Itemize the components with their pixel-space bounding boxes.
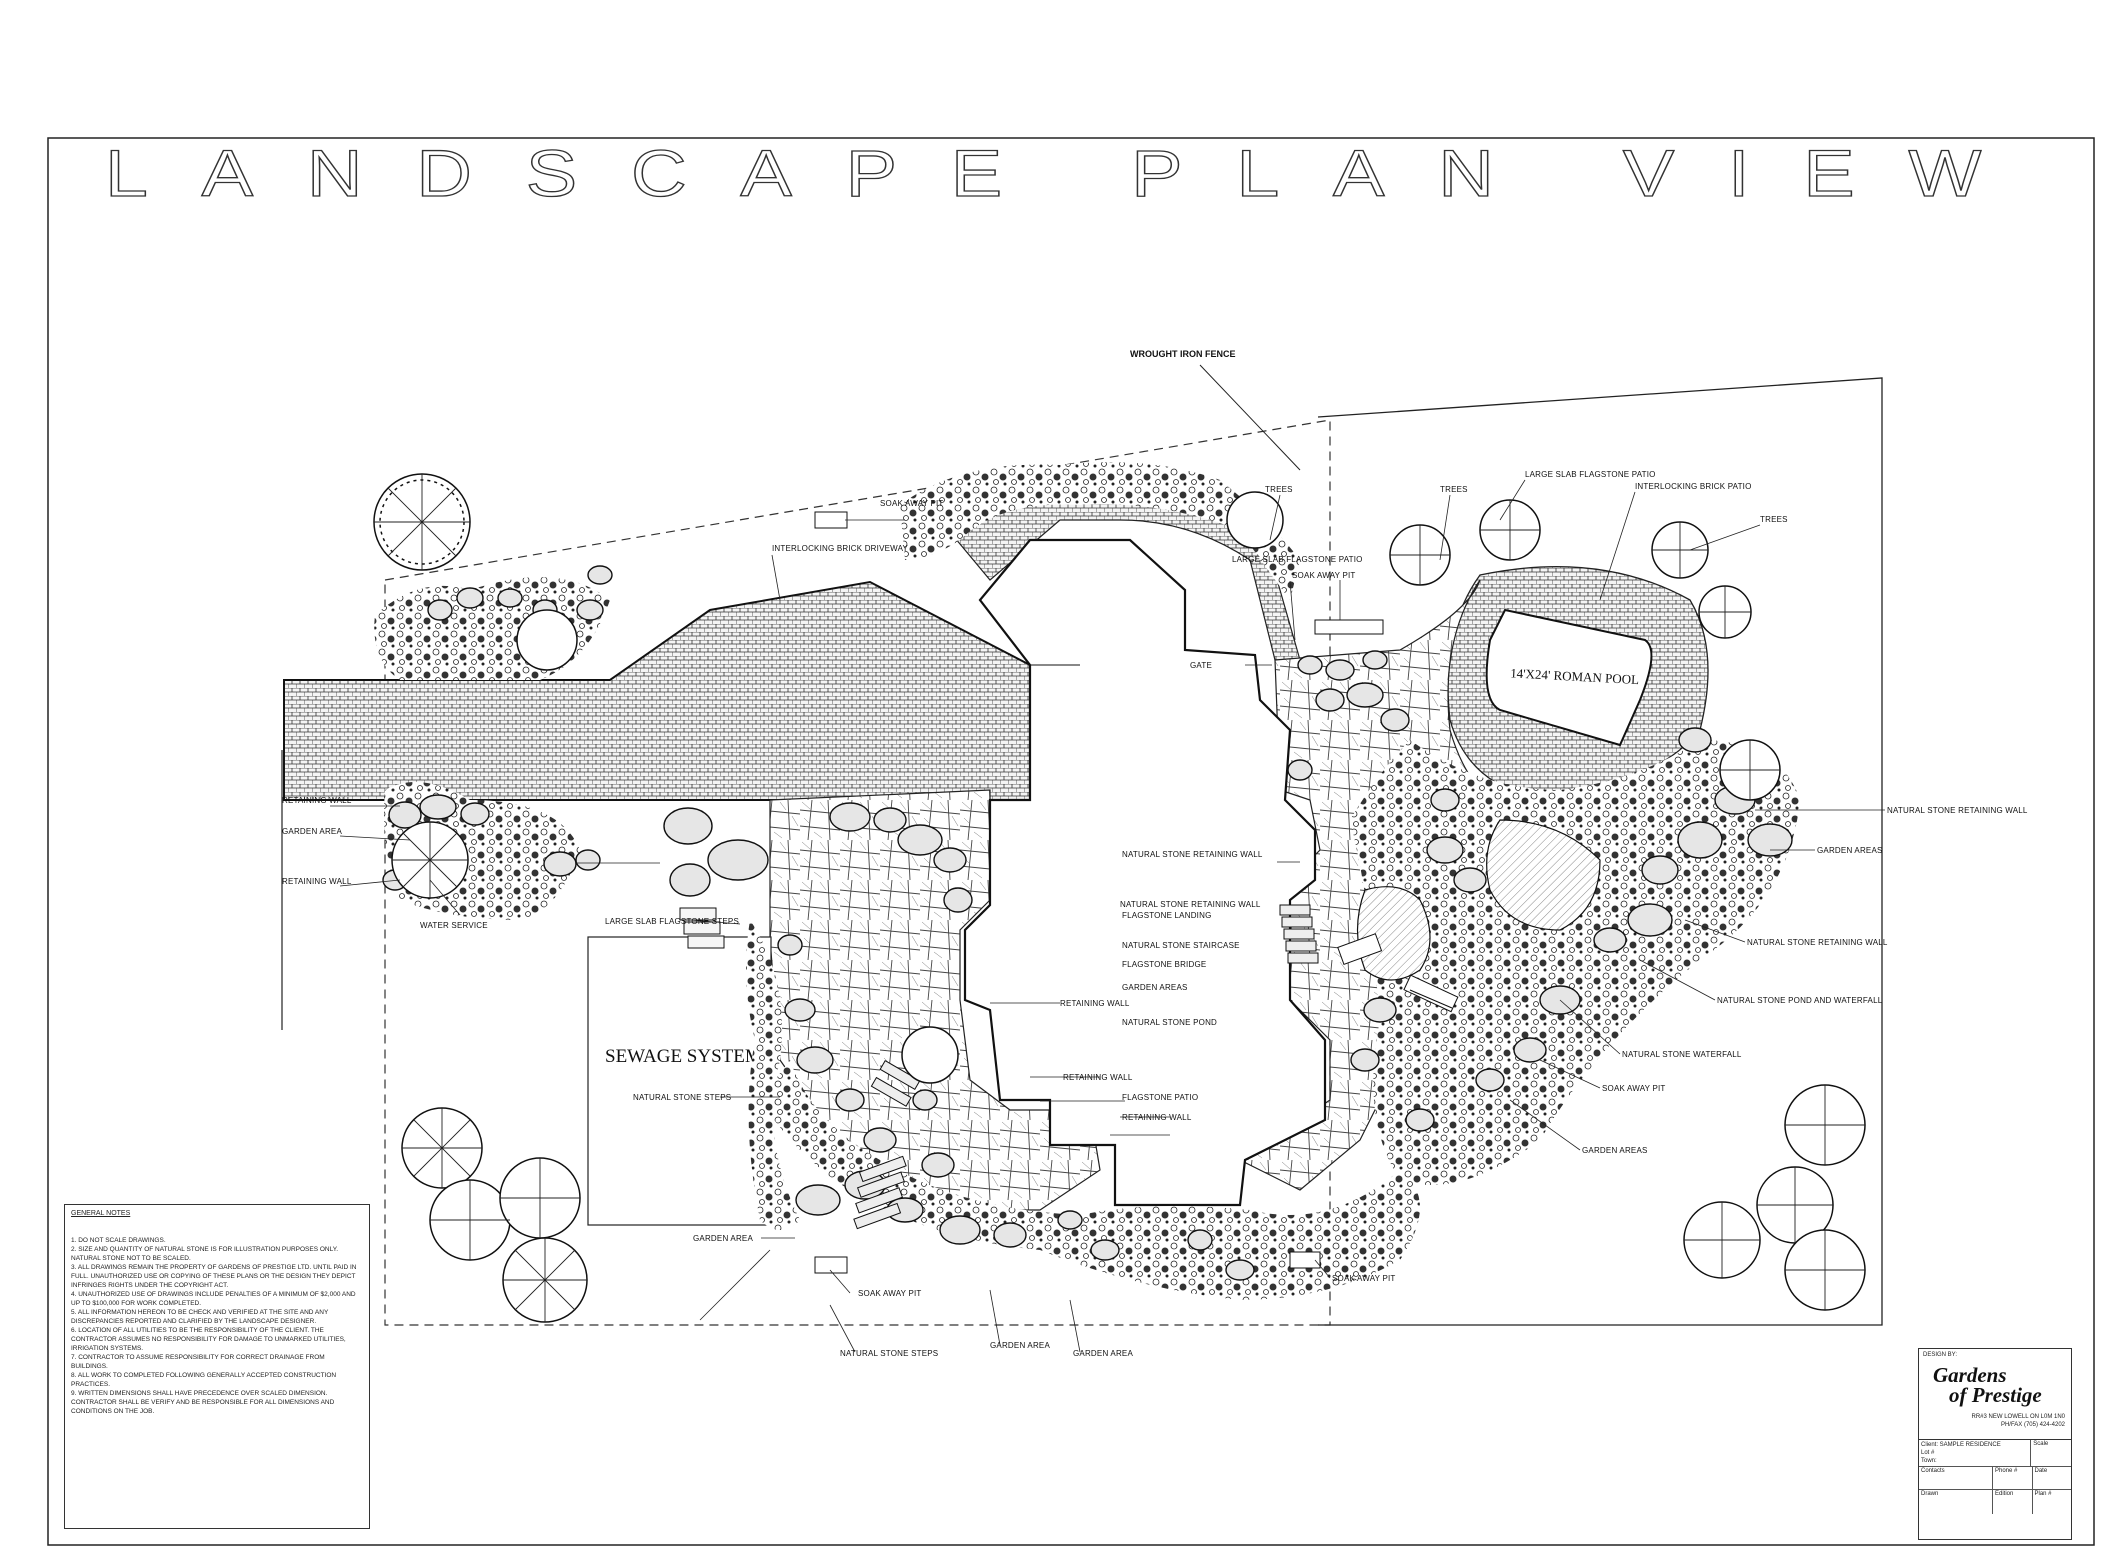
label-trees-1: TREES [1265,485,1293,494]
label-garden-area-bottom-left: GARDEN AREA [693,1234,753,1243]
natural-stone-retaining-walls [382,565,1793,1281]
label-gate: GATE [1190,661,1212,670]
drawn-field: Drawn [1919,1490,1993,1514]
title-block: DESIGN BY: Gardens of Prestige RR#3 NEW … [1918,1348,2072,1540]
label-large-slab-flagstone-steps: LARGE SLAB FLAGSTONE STEPS [605,917,739,926]
roman-pool [1485,608,1653,747]
label-garden-areas-r: GARDEN AREAS [1817,846,1883,855]
label-retaining-wall-3: RETAINING WALL [1060,999,1130,1008]
label-trees-2: TREES [1440,485,1468,494]
sheet-border [47,137,2095,1546]
label-soak-away-pit-right: SOAK AWAY PIT [1292,571,1356,580]
label-soak-away-pit-bottom-right: SOAK AWAY PIT [1332,1274,1396,1283]
general-note-6: 6. LOCATION OF ALL UTILITIES TO BE THE R… [71,1327,346,1352]
flagstone-bridge [1337,933,1459,1013]
label-natural-stone-retaining-wall: NATURAL STONE RETAINING WALL [1122,850,1263,859]
large-slab-flagstone-steps [679,907,725,949]
design-by-label: DESIGN BY: [1923,1352,1958,1358]
general-notes-box: GENERAL NOTES 1. DO NOT SCALE DRAWINGS. … [64,1204,370,1529]
general-note-8: 8. ALL WORK TO COMPLETED FOLLOWING GENER… [71,1372,337,1388]
label-retaining-wall-4: RETAINING WALL [1063,1073,1133,1082]
label-natural-stone-steps: NATURAL STONE STEPS [633,1093,731,1102]
label-large-slab-flagstone-patio: LARGE SLAB FLAGSTONE PATIO [1525,470,1656,479]
label-garden-areas-lower: GARDEN AREAS [1582,1146,1648,1155]
general-notes-heading: GENERAL NOTES [71,1210,131,1217]
tree-icon [901,1026,959,1084]
leader-lines [330,479,1885,1353]
label-water-service: WATER SERVICE [420,921,488,930]
general-note-1: 1. DO NOT SCALE DRAWINGS. [71,1237,166,1244]
house-footprint [963,538,1327,1207]
label-interlocking-brick-driveway: INTERLOCKING BRICK DRIVEWAY [772,544,909,553]
label-natural-stone-pond: NATURAL STONE POND [1122,1018,1217,1027]
tree-icon [1226,491,1284,549]
label-natural-stone-pond-and-waterfall: NATURAL STONE POND AND WATERFALL [1717,996,1883,1005]
general-note-2: 2. SIZE AND QUANTITY OF NATURAL STONE IS… [71,1246,339,1262]
label-natural-stone-retaining-wall-r1: NATURAL STONE RETAINING WALL [1887,806,2028,815]
soak-away-pits [814,511,1384,1274]
date-field: Date [2034,1468,2048,1474]
plan-number-field: Plan # [2034,1491,2052,1497]
label-natural-stone-retaining-wall-r2: NATURAL STONE RETAINING WALL [1747,938,1888,947]
natural-stone-pond-waterfall [1486,819,1601,931]
label-large-slab-flagstone-patio-2: LARGE SLAB FLAGSTONE PATIO [1232,555,1363,564]
garden-bed-top [900,462,1300,600]
general-note-5: 5. ALL INFORMATION HEREON TO BE CHECK AN… [71,1309,329,1325]
label-natural-stone-staircase: NATURAL STONE STAIRCASE [1122,941,1240,950]
company-address: RR#3 NEW LOWELL ON L0M 1N0 PH/FAX (705) … [1971,1414,2065,1428]
general-note-4: 4. UNAUTHORIZED USE OF DRAWINGS INCLUDE … [71,1291,356,1307]
label-garden-area-bottom-1: GARDEN AREA [990,1341,1050,1350]
label-retaining-wall-2: RETAINING WALL [282,877,352,886]
general-note-9: 9. WRITTEN DIMENSIONS SHALL HAVE PRECEDE… [71,1390,335,1415]
label-garden-area-bottom-2: GARDEN AREA [1073,1349,1133,1358]
general-note-3: 3. ALL DRAWINGS REMAIN THE PROPERTY OF G… [71,1264,357,1289]
label-flagstone-patio: FLAGSTONE PATIO [1122,1093,1198,1102]
phone-field: Phone # [1993,1467,2033,1489]
natural-stone-staircase [1279,904,1319,964]
label-garden-areas: GARDEN AREAS [1122,983,1188,992]
natural-stone-pond [1356,886,1431,981]
scale-field: Scale [2033,1441,2049,1447]
brand-name: Gardens of Prestige [1933,1363,2042,1407]
client-field: Client: SAMPLE RESIDENCE [1921,1442,2001,1448]
roman-pool-label: 14'X24' ROMAN POOL [1510,665,1640,687]
lot-line-right [1317,377,1883,1326]
edition-field: Edition [1993,1490,2033,1514]
tree-icon [516,609,578,671]
label-natural-stone-retaining-wall-2: NATURAL STONE RETAINING WALL [1120,900,1261,909]
garden-bed-bottom [760,1060,1420,1300]
label-natural-stone-steps-bottom: NATURAL STONE STEPS [840,1349,938,1358]
label-retaining-wall-5: RETAINING WALL [1122,1113,1192,1122]
label-soak-away-pit-bottom-left: SOAK AWAY PIT [858,1289,922,1298]
label-soak-away-pit-r: SOAK AWAY PIT [1602,1084,1666,1093]
town-field: Town: [1921,1458,1937,1464]
label-trees-3: TREES [1760,515,1788,524]
label-wrought-iron-fence: WROUGHT IRON FENCE [1130,349,1236,359]
general-note-7: 7. CONTRACTOR TO ASSUME RESPONSIBILITY F… [71,1354,325,1370]
sewage-system-area [587,936,772,1226]
lot-field: Lot # [1921,1450,1935,1456]
plan-title: LANDSCAPE PLAN VIEW [105,136,2035,210]
label-flagstone-landing: FLAGSTONE LANDING [1122,911,1212,920]
label-garden-area-left: GARDEN AREA [282,827,342,836]
label-soak-away-pit-top: SOAK AWAY PIT [880,499,944,508]
sewage-system-label: SEWAGE SYSTEM [605,1046,762,1067]
label-flagstone-bridge: FLAGSTONE BRIDGE [1122,960,1206,969]
label-retaining-wall-1: RETAINING WALL [282,796,352,805]
label-interlocking-brick-patio: INTERLOCKING BRICK PATIO [1635,482,1752,491]
company-logo: DESIGN BY: Gardens of Prestige RR#3 NEW … [1919,1349,2071,1440]
natural-stone-steps [853,1059,921,1230]
contacts-field: Contacts [1919,1467,1993,1489]
tree-spokes [374,474,1865,1322]
garden-bed-left-lower [746,920,800,1230]
label-natural-stone-waterfall: NATURAL STONE WATERFALL [1622,1050,1742,1059]
